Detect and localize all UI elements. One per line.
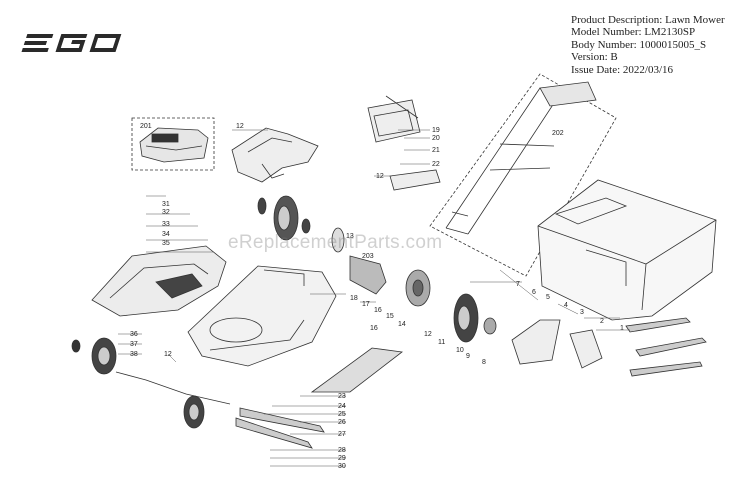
callout: 16 xyxy=(370,325,378,332)
callout: 9 xyxy=(466,353,470,360)
callout: 12 xyxy=(164,351,172,358)
callout: 21 xyxy=(432,147,440,154)
battery-group xyxy=(131,117,215,171)
callout: 5 xyxy=(546,294,550,301)
product-description: Product Description: Lawn Mower xyxy=(571,14,725,26)
mulch-plug xyxy=(511,319,603,369)
callout: 38 xyxy=(130,351,138,358)
blades xyxy=(235,317,707,449)
callout: 36 xyxy=(130,331,138,338)
callout: 8 xyxy=(482,359,486,366)
model-number: Model Number: LM2130SP xyxy=(571,26,696,39)
drive-components xyxy=(331,227,497,343)
callout: 12 xyxy=(236,123,244,130)
callout: 203 xyxy=(362,253,374,260)
callout: 13 xyxy=(346,233,354,240)
mower-deck xyxy=(187,265,337,367)
callout: 19 xyxy=(432,127,440,134)
callout: 29 xyxy=(338,455,346,462)
rear-axle xyxy=(115,371,231,405)
grass-bag xyxy=(537,179,717,321)
callout: 28 xyxy=(338,447,346,454)
callout: 25 xyxy=(338,411,346,418)
callout: 16 xyxy=(374,307,382,314)
callout: 12 xyxy=(376,173,384,180)
callout: 11 xyxy=(438,339,445,346)
callout: 14 xyxy=(398,321,406,328)
product-info: Product Description: Lawn Mower Model Nu… xyxy=(571,14,725,76)
callout: 2 xyxy=(600,318,604,325)
callout: 201 xyxy=(140,123,152,130)
callout: 37 xyxy=(130,341,138,348)
top-cover xyxy=(231,127,319,183)
mower-deck-cover xyxy=(91,245,227,317)
callout: 202 xyxy=(552,130,564,137)
wheel-upper xyxy=(257,195,311,241)
callout: 23 xyxy=(338,393,346,400)
callout: 3 xyxy=(580,309,584,316)
callout: 22 xyxy=(432,161,440,168)
wheel-lower xyxy=(71,337,205,429)
watermark: eReplacementParts.com xyxy=(228,232,443,253)
callout: 18 xyxy=(350,295,358,302)
door-assembly xyxy=(367,95,441,191)
issue-date: Issue Date: 2022/03/16 xyxy=(571,63,674,76)
callout: 32 xyxy=(162,209,170,216)
callout: 33 xyxy=(162,221,170,228)
callout: 27 xyxy=(338,431,346,438)
callout: 30 xyxy=(338,463,346,470)
callout: 7 xyxy=(516,281,520,288)
callout: 24 xyxy=(338,403,346,410)
callout: 4 xyxy=(564,302,568,309)
callout: 17 xyxy=(362,301,370,308)
ego-logo xyxy=(18,32,128,59)
callout: 31 xyxy=(162,201,170,208)
body-number: Body Number: 1000015005_S xyxy=(571,38,707,51)
callout: 26 xyxy=(338,419,346,426)
handle-assembly xyxy=(429,73,617,277)
callout: 1 xyxy=(620,325,624,332)
callout: 20 xyxy=(432,135,440,142)
callout: 10 xyxy=(456,347,464,354)
callout: 35 xyxy=(162,240,170,247)
callout: 34 xyxy=(162,231,170,238)
callout-labels: 201 12 19 20 21 22 202 12 31 32 33 34 35… xyxy=(130,123,624,470)
callout: 12 xyxy=(424,331,432,338)
callout: 6 xyxy=(532,289,536,296)
version: Version: B xyxy=(571,51,618,64)
baffle xyxy=(310,347,404,393)
callout: 15 xyxy=(386,313,394,320)
